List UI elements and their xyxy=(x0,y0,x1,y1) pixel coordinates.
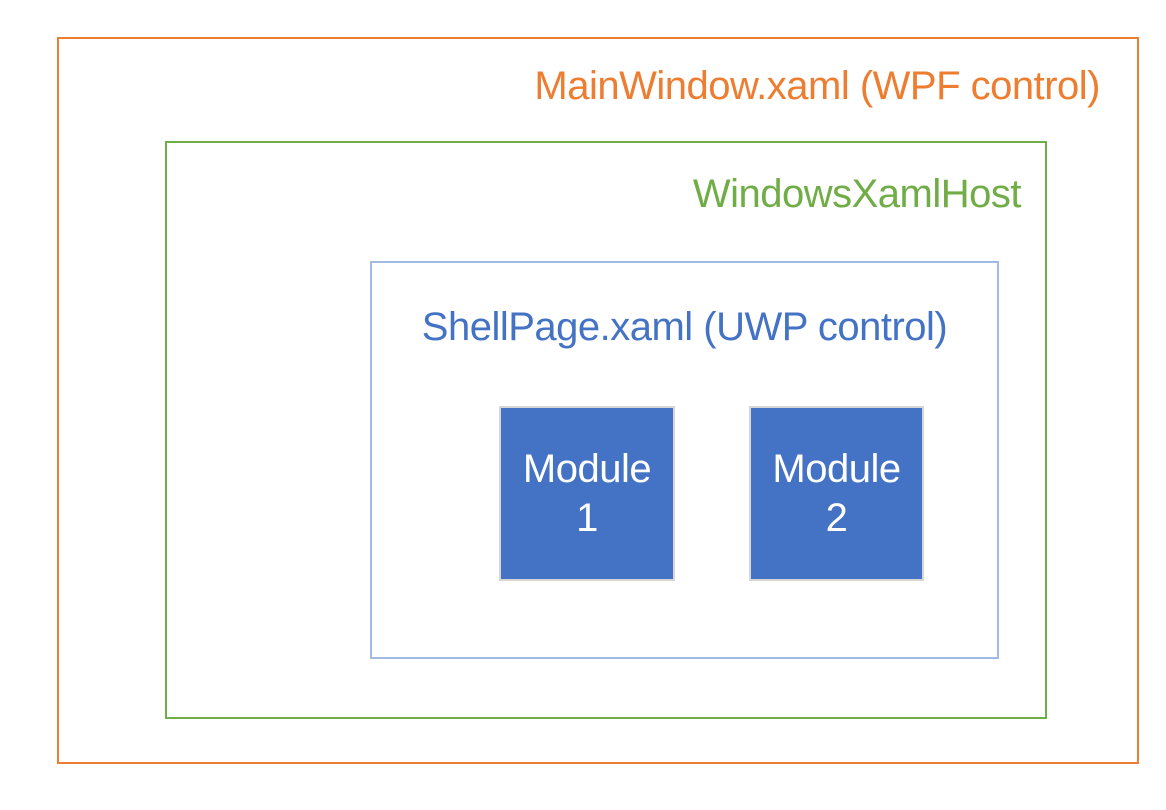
shellpage-uwp-label: ShellPage.xaml (UWP control) xyxy=(421,305,948,349)
windowsxamlhost-label: WindowsXamlHost xyxy=(692,172,1022,216)
module-1-label-line2: 1 xyxy=(576,495,598,540)
module-2-label-line1: Module xyxy=(772,446,901,491)
shellpage-uwp-box xyxy=(370,261,999,659)
module-1-box: Module 1 xyxy=(499,406,675,581)
module-2-label-line2: 2 xyxy=(825,495,848,540)
module-1-label-line1: Module xyxy=(522,446,652,491)
mainwindow-wpf-label: MainWindow.xaml (WPF control) xyxy=(534,64,1100,108)
windowsxamlhost-box xyxy=(165,141,1047,719)
module-2-box: Module 2 xyxy=(749,406,924,581)
mainwindow-wpf-box xyxy=(57,37,1139,764)
